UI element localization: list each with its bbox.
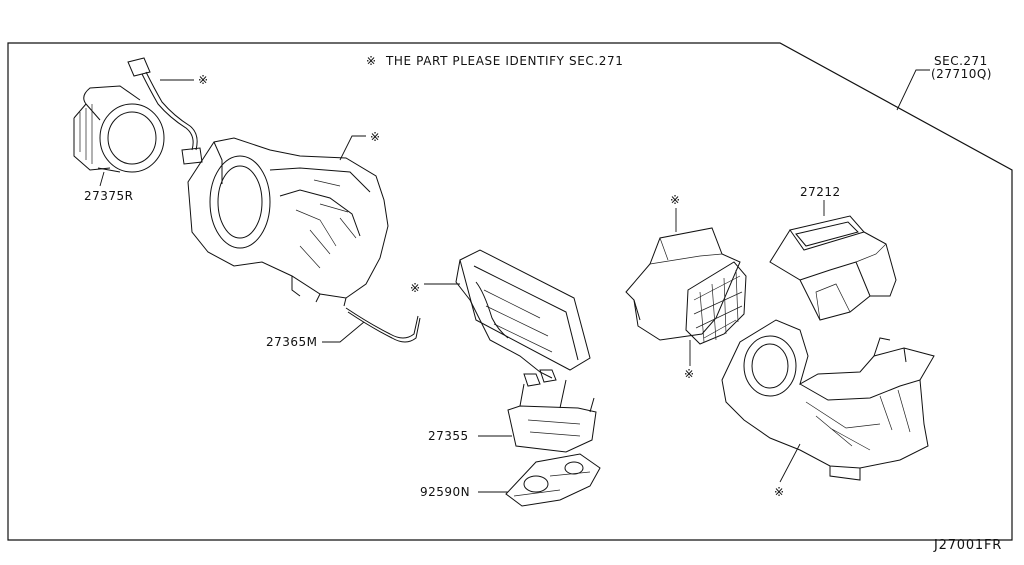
filter-grid-mark: ※ xyxy=(684,367,695,381)
fan-motor-part-number: 27375R xyxy=(84,189,134,203)
duct-part-number: 27212 xyxy=(800,185,841,199)
sensor-wire-part-number: 27365M xyxy=(266,335,318,349)
section-ref-leader xyxy=(896,69,930,111)
identify-note-symbol: ※ xyxy=(366,54,377,68)
duct-drawing xyxy=(769,215,897,321)
bracket-part-number: 27355 xyxy=(428,429,469,443)
sensor-wire-drawing xyxy=(345,307,421,343)
diagram-frame xyxy=(7,42,1013,541)
evaporator-cover-mark: ※ xyxy=(670,193,681,207)
seal-plate-part-number: 92590N xyxy=(420,485,470,499)
blower-housing-leader xyxy=(339,135,366,161)
section-ref-line1: SEC.271 xyxy=(934,54,988,68)
identify-note-text: THE PART PLEASE IDENTIFY SEC.271 xyxy=(385,54,624,68)
bracket-drawing xyxy=(507,379,597,453)
heater-core-mark: ※ xyxy=(410,281,421,295)
lower-case-leader xyxy=(779,443,801,483)
fan-motor-drawing xyxy=(73,57,203,173)
lower-case-mark: ※ xyxy=(774,485,785,499)
diagram-code: J27001FR xyxy=(933,538,1002,553)
seal-plate-drawing xyxy=(505,453,601,507)
lower-case-drawing xyxy=(721,319,935,481)
harness-connector-mark: ※ xyxy=(198,73,209,87)
blower-housing-drawing xyxy=(187,137,389,307)
evaporator-cover-drawing xyxy=(625,227,741,341)
section-ref-line2: (27710Q) xyxy=(931,67,992,81)
blower-housing-mark: ※ xyxy=(370,130,381,144)
filter-grid-drawing xyxy=(685,261,747,345)
heater-core-drawing xyxy=(455,249,591,387)
sensor-wire-leader xyxy=(322,321,365,343)
fan-motor-leader xyxy=(99,171,105,187)
